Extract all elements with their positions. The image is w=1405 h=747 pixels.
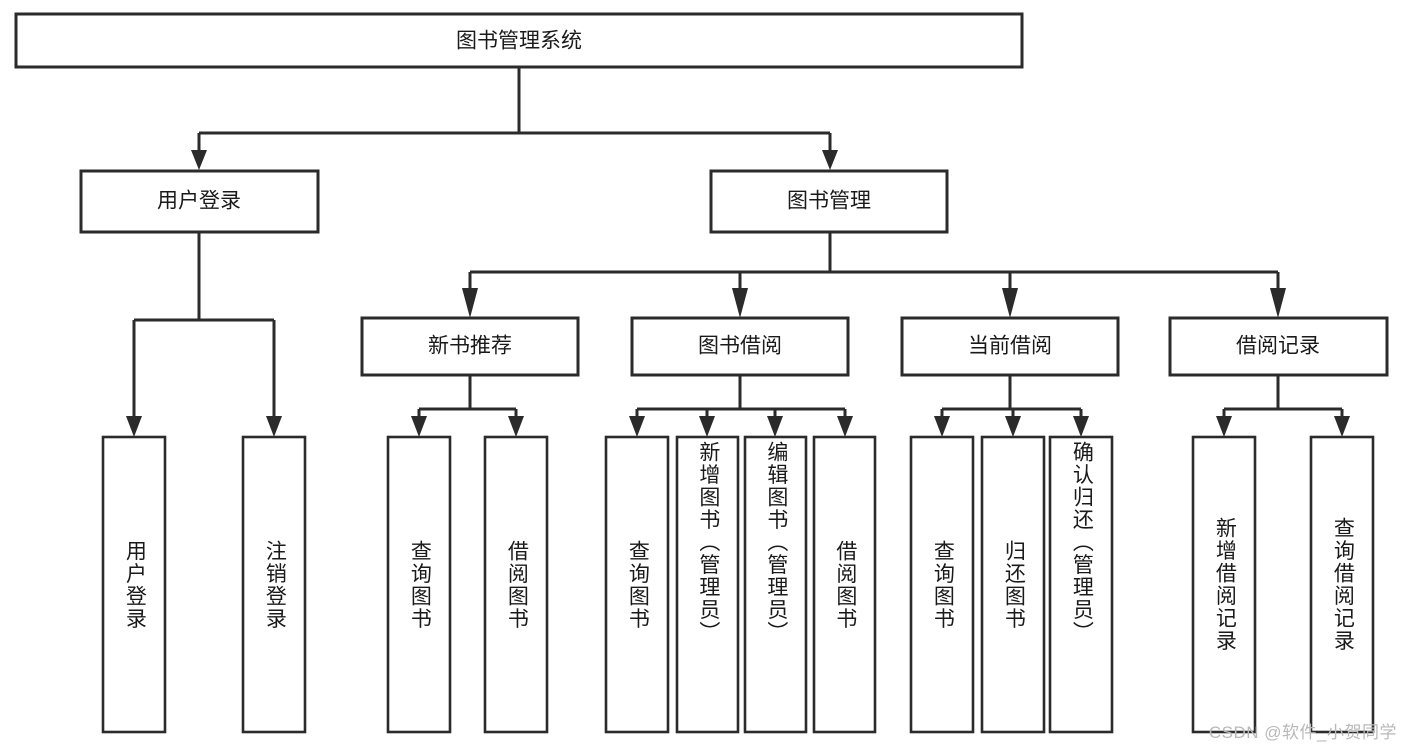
arrow-bb-leaf1 [629,416,645,437]
leaf-box-user-login-1[interactable] [241,435,307,734]
user-login-box[interactable] [79,169,320,234]
root-label: 图书管理系统 [456,30,582,53]
arrow-cb-leaf2 [1005,416,1021,437]
arrow-to-user-login [191,150,207,170]
leaf-boxes-new-book-recommend [386,435,549,734]
arrow-bb-leaf3 [767,416,783,437]
arrow-to-book-manage [822,150,838,170]
leaf-box-borrow-record-1[interactable] [1309,435,1375,734]
node-book-borrow[interactable]: 图书借阅 [630,316,850,377]
leaf-box-current-borrow-0[interactable] [909,435,975,734]
root-box[interactable] [14,12,1024,69]
arrow-to-new-book [462,288,478,318]
arrow-to-book-borrow [732,288,748,318]
arrow-br-leaf2 [1334,416,1350,437]
current-borrow-box[interactable] [900,316,1120,377]
new-book-recommend-label: 新书推荐 [428,335,512,358]
arrow-to-borrow-record [1270,288,1286,318]
leaf-box-user-login-0[interactable] [101,435,167,734]
book-borrow-label: 图书借阅 [698,335,782,358]
borrow-record-label: 借阅记录 [1236,335,1320,358]
leaf-box-current-borrow-2[interactable] [1048,435,1114,734]
arrow-bb-leaf4 [837,416,853,437]
leaf-box-new-book-0[interactable] [386,435,452,734]
leaf-box-borrow-record-0[interactable] [1191,435,1257,734]
arrow-ul-leaf1 [126,416,142,437]
connector-layer [126,67,1350,437]
arrow-cb-leaf1 [934,416,950,437]
node-root-book-management-system[interactable]: 图书管理系统 [14,12,1024,69]
borrow-record-box[interactable] [1168,316,1389,377]
leaf-box-book-borrow-0[interactable] [604,435,670,734]
new-book-recommend-box[interactable] [360,316,580,377]
leaf-boxes-user-login [101,435,307,734]
leaf-boxes-borrow-record [1191,435,1375,734]
arrow-nb-leaf2 [508,416,524,437]
leaf-boxes-book-borrow [604,435,877,734]
leaf-box-book-borrow-1[interactable] [675,435,740,734]
arrow-nb-leaf1 [411,416,427,437]
book-management-label: 图书管理 [787,190,871,213]
arrow-to-current-borrow [1002,288,1018,318]
arrow-bb-leaf2 [699,416,715,437]
node-current-borrow[interactable]: 当前借阅 [900,316,1120,377]
leaf-box-book-borrow-3[interactable] [812,435,877,734]
book-management-box[interactable] [709,169,949,234]
node-new-book-recommend[interactable]: 新书推荐 [360,316,580,377]
leaf-box-new-book-1[interactable] [483,435,549,734]
leaf-box-current-borrow-1[interactable] [980,435,1046,734]
current-borrow-label: 当前借阅 [968,335,1052,358]
arrow-ul-leaf2 [266,416,282,437]
arrow-cb-leaf3 [1073,416,1089,437]
user-login-label: 用户登录 [157,190,241,213]
leaf-boxes-current-borrow [909,435,1114,734]
book-borrow-box[interactable] [630,316,850,377]
node-book-management[interactable]: 图书管理 [709,169,949,234]
node-borrow-record[interactable]: 借阅记录 [1168,316,1389,377]
leaf-box-book-borrow-2[interactable] [743,435,808,734]
arrow-br-leaf1 [1216,416,1232,437]
node-user-login[interactable]: 用户登录 [79,169,320,234]
csdn-watermark: CSDN @软件_小贺同学 [1208,723,1397,742]
